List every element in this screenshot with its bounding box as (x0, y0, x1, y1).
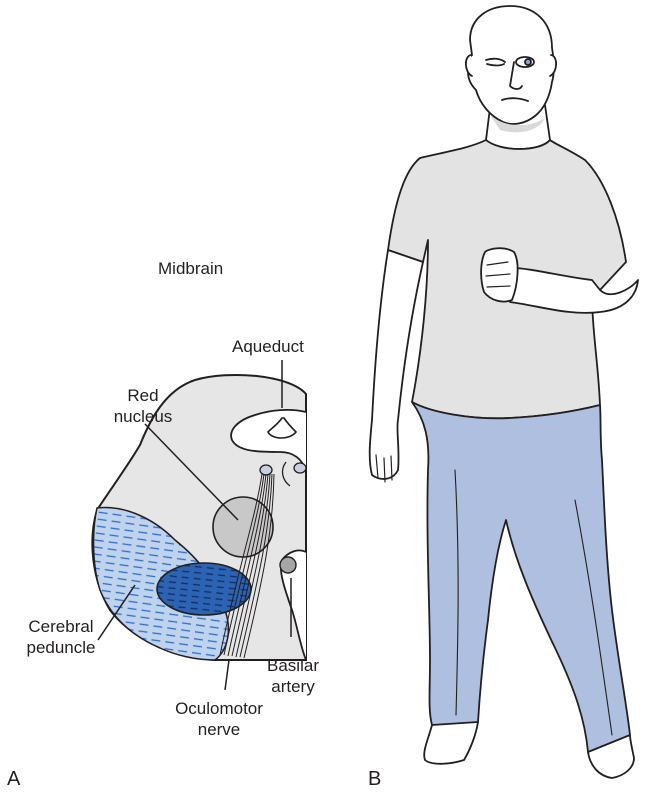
left-foot (424, 722, 478, 764)
head (467, 6, 554, 124)
right-ear (550, 55, 556, 76)
hanging-arm (370, 250, 423, 479)
panel-b-letter: B (368, 768, 381, 791)
pupil (525, 59, 531, 65)
left-ear (466, 55, 472, 76)
pants (412, 402, 630, 752)
